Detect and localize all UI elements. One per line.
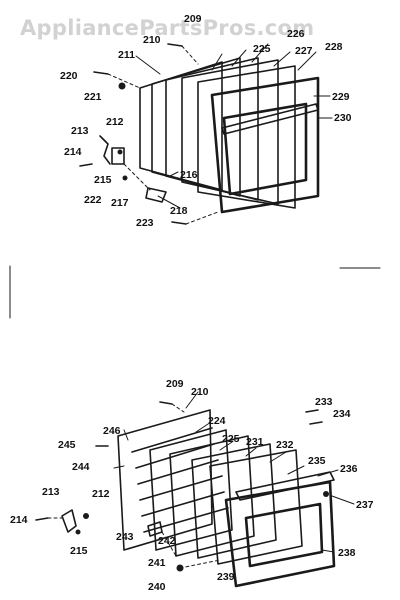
- bottom-fastener-215: [75, 529, 81, 535]
- bottom-fastener-237: [323, 491, 329, 497]
- bottom-screw-233: [305, 409, 319, 413]
- top-fastener-215: [117, 149, 123, 155]
- callout-228-top: 228: [325, 41, 343, 53]
- callout-237-bottom: 237: [356, 499, 374, 511]
- callout-209-bottom: 209: [166, 378, 184, 390]
- callout-231-bottom: 231: [246, 436, 264, 448]
- callout-225-top: 225: [253, 43, 271, 55]
- bottom-door-front-frame: [224, 480, 336, 588]
- top-callouts: 209 210 211 220 221 225 226 227 228 229 …: [60, 13, 352, 229]
- callout-244-bottom: 244: [72, 461, 90, 473]
- top-door-handle-trim: [221, 103, 319, 135]
- top-hinge-arm: [99, 135, 111, 165]
- bottom-panel-5: [209, 449, 303, 565]
- callout-245-bottom: 245: [58, 439, 76, 451]
- callout-224-bottom: 224: [208, 415, 226, 427]
- bottom-panel-4: [191, 443, 277, 559]
- top-fastener-222: [122, 175, 128, 181]
- callout-238-bottom: 238: [338, 547, 356, 559]
- callout-215-top: 215: [94, 174, 112, 186]
- callout-243-bottom: 243: [116, 531, 134, 543]
- bottom-callouts: 209 210 233 234 246 224 245 225 231 232 …: [10, 378, 374, 593]
- top-hinge-bracket: [145, 187, 167, 203]
- bottom-fastener-212: [83, 513, 89, 519]
- top-panel-5: [197, 65, 296, 209]
- callout-235-bottom: 235: [308, 455, 326, 467]
- bottom-leader-lines: [113, 391, 355, 553]
- callout-232-bottom: 232: [276, 439, 294, 451]
- top-hinge-left: [111, 147, 125, 165]
- callout-217-top: 217: [111, 197, 129, 209]
- top-door-window: [222, 102, 308, 196]
- top-door-front-frame: [210, 76, 320, 214]
- top-screw-214: [79, 163, 93, 167]
- callout-241-bottom: 241: [148, 557, 166, 569]
- top-fastener-221: [118, 82, 126, 90]
- callout-221-top: 221: [84, 91, 102, 103]
- callout-216-top: 216: [180, 169, 198, 181]
- watermark-text: AppliancePartsPros.com: [20, 16, 315, 40]
- bottom-door-window: [244, 502, 324, 568]
- callout-246-bottom: 246: [103, 425, 121, 437]
- bottom-screw-234: [309, 421, 323, 425]
- bottom-door-assembly: [35, 401, 336, 588]
- callout-214-top: 214: [64, 146, 82, 158]
- callout-233-bottom: 233: [315, 396, 333, 408]
- bottom-panel-2: [149, 429, 233, 551]
- callout-239-bottom: 239: [217, 571, 235, 583]
- top-door-assembly: [79, 43, 320, 225]
- top-screw-220: [93, 71, 109, 75]
- callout-236-bottom: 236: [340, 463, 358, 475]
- callout-230-top: 230: [334, 112, 352, 124]
- callout-215-bottom: 215: [70, 545, 88, 557]
- callout-218-top: 218: [170, 205, 188, 217]
- callout-242-bottom: 242: [158, 535, 176, 547]
- bottom-panel-3: [169, 435, 255, 557]
- callout-222-top: 222: [84, 194, 102, 206]
- top-panel-4: [181, 59, 279, 205]
- callout-213-bottom: 213: [42, 486, 60, 498]
- callout-210-bottom: 210: [191, 386, 209, 398]
- bottom-back-panel: [117, 409, 213, 551]
- top-screw-209: [167, 43, 183, 47]
- bottom-screw-209: [159, 401, 173, 405]
- callout-220-top: 220: [60, 70, 78, 82]
- callout-226-top: 226: [287, 28, 305, 40]
- callout-240-bottom: 240: [148, 581, 166, 593]
- bottom-insulation-ribs: [131, 427, 229, 533]
- callout-223-top: 223: [136, 217, 154, 229]
- bottom-hinge-left: [61, 509, 77, 533]
- callout-225-bottom: 225: [222, 433, 240, 445]
- callout-234-bottom: 234: [333, 408, 351, 420]
- callout-214-bottom: 214: [10, 514, 28, 526]
- bottom-screw-214: [35, 517, 49, 521]
- callout-211-top: 211: [118, 49, 135, 61]
- callout-209-top: 209: [184, 13, 202, 25]
- callout-227-top: 227: [295, 45, 313, 57]
- callout-210-top: 210: [143, 34, 161, 46]
- callout-212-bottom: 212: [92, 488, 110, 500]
- callout-229-top: 229: [332, 91, 350, 103]
- top-leader-lines: [135, 43, 333, 209]
- top-screw-223: [171, 221, 187, 225]
- callout-213-top: 213: [71, 125, 89, 137]
- bottom-door-handle: [235, 471, 335, 501]
- callout-212-top: 212: [106, 116, 124, 128]
